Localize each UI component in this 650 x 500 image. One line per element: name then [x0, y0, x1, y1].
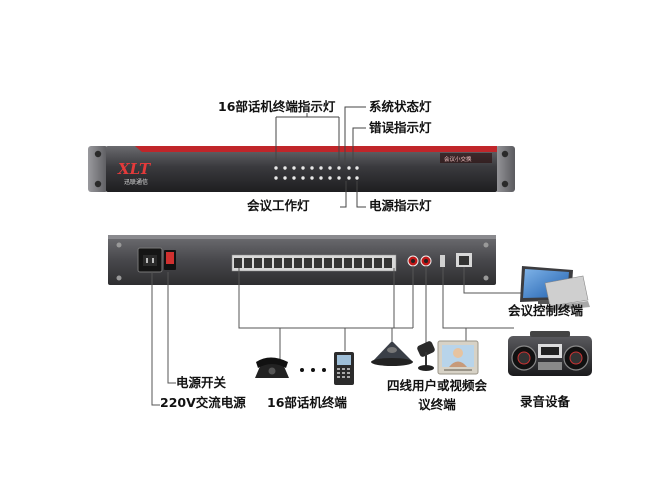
- rear-connection-lines: [151, 266, 521, 406]
- label-power-indicator: 电源指示灯: [369, 198, 432, 213]
- power-inlet: [137, 247, 163, 273]
- phone-indicator-leds: [274, 166, 341, 180]
- left-rack-ear: [88, 146, 108, 192]
- label-power-switch: 电源开关: [176, 375, 227, 390]
- front-red-strip: [135, 146, 497, 152]
- recorder-icon: [508, 331, 592, 376]
- label-pc-terminal: 会议控制终端: [508, 303, 584, 318]
- video-terminal-icon: [437, 340, 479, 375]
- status-leds: [347, 166, 359, 180]
- svg-text:迅联通信: 迅联通信: [124, 178, 148, 186]
- label-phone-terminals: 16部话机终端: [267, 395, 347, 410]
- svg-text:XLT: XLT: [117, 160, 152, 178]
- desk-phone-icon: [255, 357, 289, 378]
- front-panel-body: [106, 146, 497, 192]
- label-error-indicator: 错误指示灯: [369, 120, 432, 135]
- brand-logo: XLT 迅联通信: [117, 160, 152, 186]
- label-recording-device: 录音设备: [520, 394, 571, 409]
- label-conference-terminal: 四线用户或视频会议终端: [387, 378, 488, 412]
- lan-port: [456, 253, 472, 267]
- front-model-tag: 会议小交换: [444, 155, 472, 163]
- label-system-status: 系统状态灯: [369, 99, 432, 114]
- label-mains-power: 220V交流电源: [160, 395, 246, 410]
- conference-speaker-icon: [371, 341, 413, 366]
- label-conference-work-light: 会议工作灯: [247, 198, 310, 213]
- ellipsis-dots: [300, 368, 326, 372]
- rear-panel: [108, 235, 496, 285]
- pc-terminal-icon: [520, 266, 590, 311]
- ip-phone-icon: [334, 352, 354, 385]
- front-panel: XLT 迅联通信 会议小交换: [88, 146, 515, 192]
- power-switch: [164, 250, 176, 270]
- microphone-icon: [417, 341, 435, 371]
- front-callout-lines: [275, 106, 366, 208]
- right-rack-ear: [495, 146, 515, 192]
- audio-jacks: [407, 255, 445, 267]
- label-phone-indicators: 16部话机终端指示灯: [218, 99, 336, 114]
- phone-ports: [234, 258, 392, 268]
